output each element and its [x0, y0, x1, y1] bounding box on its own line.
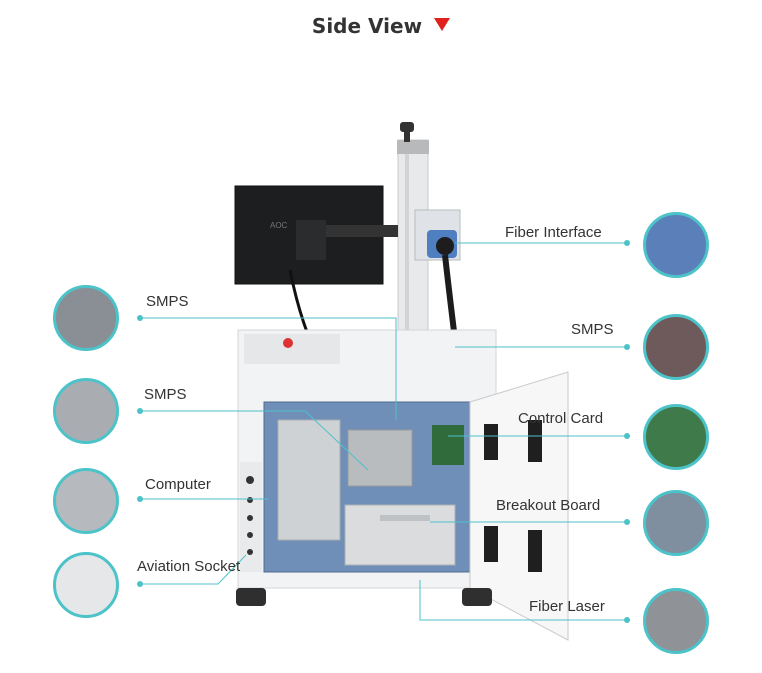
fiber-laser-thumbnail [643, 588, 709, 654]
callout-label-computer: Computer [145, 476, 211, 493]
control-card-thumbnail [643, 404, 709, 470]
smps-thumbnail-left-2 [53, 378, 119, 444]
breakout-board-thumbnail [643, 490, 709, 556]
aviation-socket-thumbnail [53, 552, 119, 618]
smps-thumbnail-left-1 [53, 285, 119, 351]
callout-label-breakout-board: Breakout Board [496, 497, 601, 514]
callout-label-smps-right: SMPS [571, 321, 614, 338]
computer-thumbnail [53, 468, 119, 534]
callout-label-smps-1: SMPS [146, 293, 189, 310]
callout-label-fiber-interface: Fiber Interface [505, 224, 602, 241]
callout-label-control-card: Control Card [518, 410, 604, 427]
monitor-brand: AOC [270, 221, 288, 230]
page-title-text: Side View [311, 14, 423, 38]
callout-label-fiber-laser: Fiber Laser [529, 598, 605, 615]
fiber-interface-thumbnail [643, 212, 709, 278]
page-title: Side View [0, 14, 762, 38]
down-arrow-icon [434, 18, 451, 31]
callout-label-smps-2: SMPS [144, 386, 187, 403]
callout-label-aviation-socket: Aviation Socket [137, 558, 241, 575]
smps-thumbnail-right [643, 314, 709, 380]
